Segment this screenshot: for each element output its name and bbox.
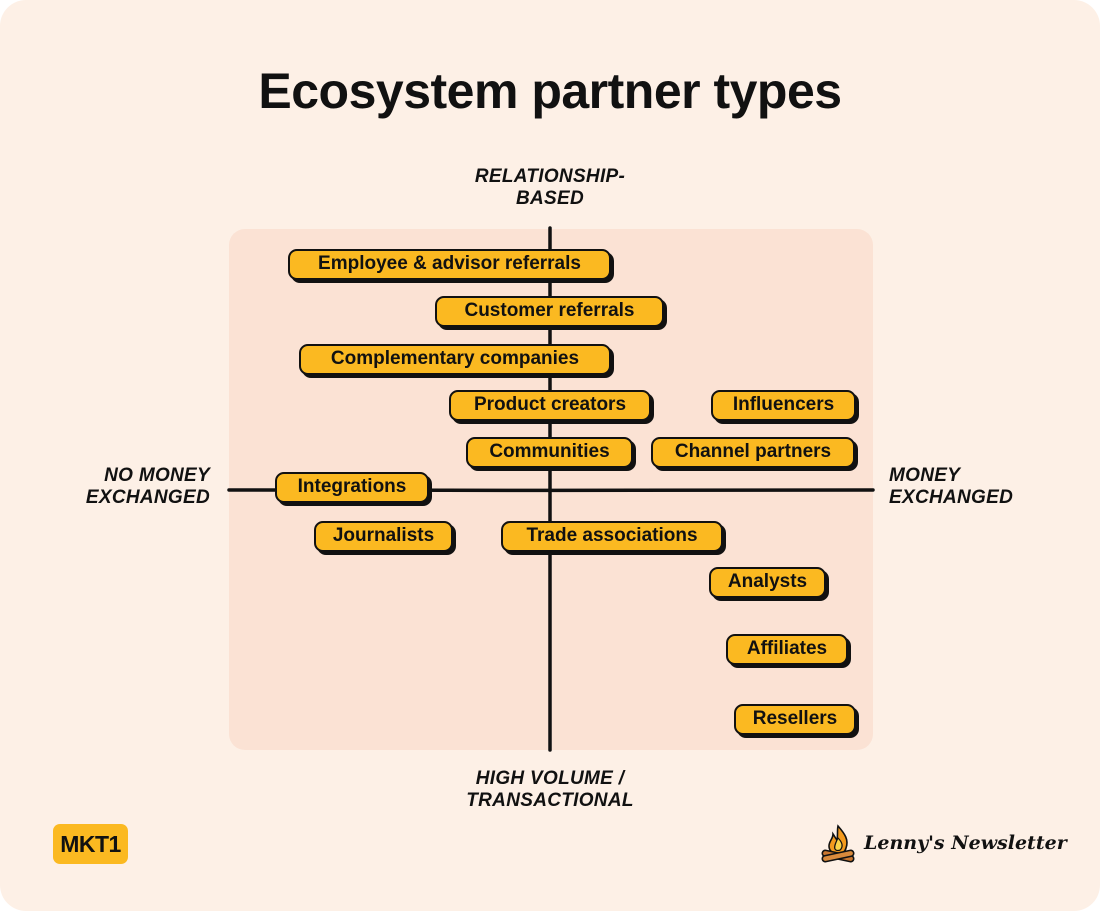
chip-communities: Communities: [466, 437, 633, 468]
axis-label-bottom-line2: TRANSACTIONAL: [466, 790, 634, 811]
chip-trade-associations: Trade associations: [501, 521, 723, 552]
axis-label-top: RELATIONSHIP- BASED: [450, 166, 650, 210]
chip-integrations: Integrations: [275, 472, 429, 503]
chip-channel-partners: Channel partners: [651, 437, 855, 468]
lennys-newsletter-text: Lenny's Newsletter: [864, 832, 1067, 854]
chip-journalists: Journalists: [314, 521, 453, 552]
axis-label-left-line1: NO MONEY: [104, 465, 210, 486]
axis-label-bottom-line1: HIGH VOLUME /: [475, 768, 625, 789]
lennys-newsletter-logo: Lenny's Newsletter: [818, 822, 1067, 866]
page-title: Ecosystem partner types: [258, 63, 842, 119]
chip-analysts: Analysts: [709, 567, 826, 598]
axis-label-top-line2: BASED: [515, 188, 584, 209]
campfire-icon: [821, 824, 855, 863]
chip-customer-referrals: Customer referrals: [435, 296, 664, 327]
chip-product-creators: Product creators: [449, 390, 651, 421]
chip-affiliates: Affiliates: [726, 634, 848, 665]
axis-label-bottom: HIGH VOLUME / TRANSACTIONAL: [430, 768, 670, 812]
chip-resellers: Resellers: [734, 704, 856, 735]
axis-label-left-line2: EXCHANGED: [85, 487, 210, 508]
axis-label-right: MONEY EXCHANGED: [889, 465, 1039, 509]
mkt1-logo: MKT1: [53, 824, 128, 864]
chip-employee-advisor-referrals: Employee & advisor referrals: [288, 249, 611, 280]
axis-label-left: NO MONEY EXCHANGED: [60, 465, 210, 509]
chip-complementary-companies: Complementary companies: [299, 344, 611, 375]
axis-label-right-line2: EXCHANGED: [889, 487, 1014, 508]
axis-label-right-line1: MONEY: [889, 465, 961, 486]
axis-label-top-line1: RELATIONSHIP-: [474, 166, 626, 187]
chip-influencers: Influencers: [711, 390, 856, 421]
